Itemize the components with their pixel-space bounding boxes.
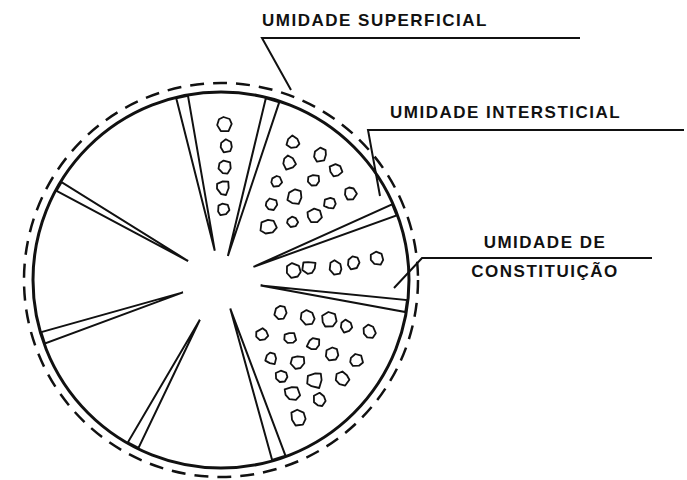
grain bbox=[283, 156, 296, 170]
grain bbox=[326, 348, 338, 361]
grain bbox=[308, 175, 319, 185]
crack bbox=[228, 98, 279, 256]
constitution-grains bbox=[217, 117, 383, 426]
grain bbox=[330, 164, 343, 176]
grain bbox=[287, 135, 300, 147]
grain bbox=[307, 338, 319, 349]
grain bbox=[287, 217, 298, 227]
grain bbox=[265, 353, 276, 365]
grain bbox=[341, 320, 352, 333]
grain bbox=[285, 387, 300, 400]
grain bbox=[287, 189, 301, 204]
grain bbox=[330, 260, 342, 274]
interstitial-cracks bbox=[41, 96, 407, 460]
grain bbox=[336, 372, 350, 386]
callout-label: UMIDADE DE CONSTITUIÇÃO bbox=[430, 228, 660, 286]
grain bbox=[308, 209, 322, 223]
crack bbox=[57, 182, 189, 261]
crack bbox=[128, 320, 200, 448]
grain bbox=[217, 181, 229, 195]
crack bbox=[41, 292, 183, 343]
leader-lines bbox=[262, 38, 684, 288]
callout-label: UMIDADE INTERSTICIAL bbox=[390, 98, 621, 127]
particle-outline bbox=[33, 92, 409, 468]
grain bbox=[291, 410, 305, 426]
grain bbox=[217, 117, 232, 131]
crack bbox=[176, 96, 215, 251]
grain bbox=[276, 371, 288, 382]
crack bbox=[253, 204, 396, 267]
grain bbox=[371, 252, 383, 265]
grain bbox=[261, 220, 277, 234]
grain bbox=[221, 139, 232, 152]
leader-line bbox=[368, 130, 684, 196]
grain bbox=[271, 176, 282, 187]
grain bbox=[314, 148, 326, 162]
grain bbox=[302, 262, 315, 274]
leader-line bbox=[262, 38, 580, 90]
surface-moisture-film bbox=[24, 83, 418, 477]
grain bbox=[324, 198, 336, 209]
grain bbox=[218, 204, 229, 216]
grain bbox=[314, 393, 326, 406]
grain bbox=[291, 356, 305, 368]
grain bbox=[219, 161, 231, 174]
grain bbox=[256, 328, 268, 340]
grain bbox=[350, 354, 363, 366]
crack bbox=[230, 309, 285, 460]
callout-label: UMIDADE SUPERFICIAL bbox=[262, 6, 488, 35]
grain bbox=[322, 312, 336, 327]
grain bbox=[266, 199, 277, 211]
grain bbox=[301, 310, 315, 325]
grain bbox=[348, 256, 360, 269]
grain bbox=[274, 306, 286, 319]
grain bbox=[345, 188, 357, 200]
grain bbox=[364, 325, 376, 338]
grain bbox=[307, 373, 321, 388]
grain bbox=[284, 333, 296, 343]
grain bbox=[287, 263, 301, 278]
